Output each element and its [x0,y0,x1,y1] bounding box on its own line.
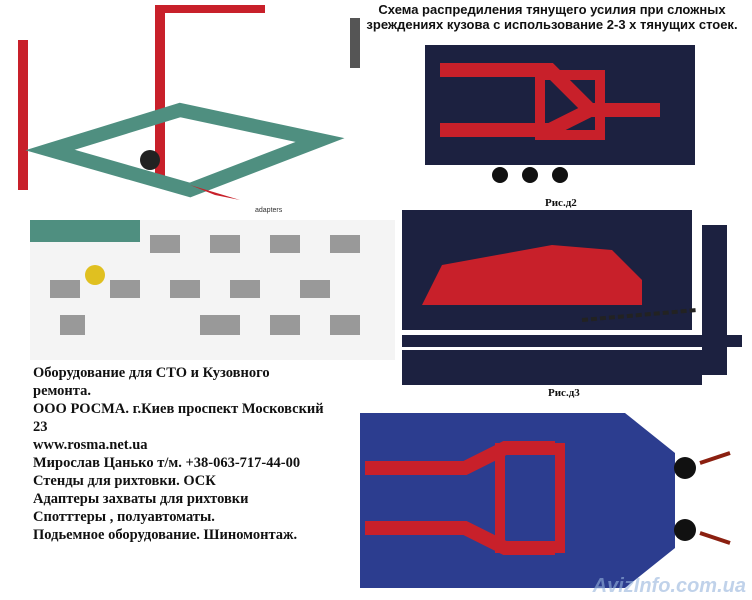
website-link[interactable]: www.rosma.net.ua [33,437,148,453]
diagram-title: Схема распредиления тянущего усилия при … [366,2,738,32]
info-line: ремонта. [33,383,91,399]
caption-fig3: Рис.д3 [548,387,580,399]
company-info: Оборудование для СТО и Кузовного ремонта… [33,364,324,544]
diagram-fig3 [402,210,742,385]
info-line: Спотттеры , полуавтоматы. [33,509,215,525]
diagram-fig4 [355,408,747,592]
info-line: Стенды для рихтовки. ОСК [33,473,216,489]
caption-fig2: Рис.д2 [545,197,577,209]
frame-bench-photo: adapters [18,5,360,214]
info-line: Мирослав Цанько т/м. +38-063-717-44-00 [33,455,301,471]
info-line: 23 [33,419,48,435]
info-line: Подьемное оборудование. Шиномонтаж. [33,527,298,543]
info-line: Адаптеры захваты для рихтовки [33,491,249,507]
svg-text:adapters: adapters [255,207,283,214]
tools-catalog-image [30,220,395,360]
info-line: Оборудование для СТО и Кузовного [33,365,270,381]
watermark: AvizInfo.com.ua [592,575,746,597]
info-line: ООО РОСМА. г.Киев проспект Московский [33,401,324,417]
diagram-fig2 [420,40,710,192]
